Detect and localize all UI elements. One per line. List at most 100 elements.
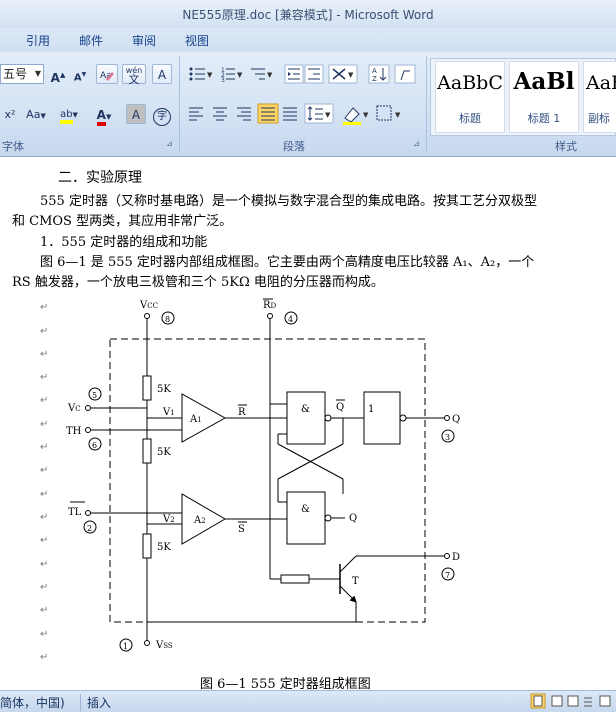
character-shading-icon: A [131, 108, 141, 122]
comparator-a1 [181, 393, 227, 443]
paragraph-mark: ↵ [40, 465, 49, 476]
th-label: TH [66, 426, 82, 437]
ribbon: 五号 ▼ A▲ A▼ Aa wén 文 A x² Aa▼ ab▼ A▼ A 字 … [0, 52, 616, 157]
svg-text:Aa: Aa [100, 71, 112, 81]
style-label: 标题 1 [527, 112, 561, 125]
distributed-icon[interactable] [283, 107, 297, 121]
grow-font-button[interactable]: A▲ [50, 71, 66, 85]
svg-text:▼: ▼ [348, 71, 354, 79]
resistor-mid [142, 438, 152, 464]
svg-text:A: A [372, 67, 377, 75]
style-heading[interactable]: AaBbC 标题 [435, 61, 505, 133]
shading-icon[interactable]: ▼ [343, 107, 369, 125]
v2-label: V [162, 514, 171, 525]
paragraph-mark: ↵ [40, 349, 49, 360]
document-page[interactable]: 二．实验原理 555 定时器（又称时基电路）是一个模拟与数字混合型的集成电路。按… [0, 157, 616, 692]
svg-text:▼: ▼ [237, 71, 243, 79]
borders-icon[interactable]: ▼ [376, 105, 401, 121]
tab-mailings[interactable]: 邮件 [79, 34, 104, 48]
d-label: D [452, 552, 460, 563]
ribbon-tab-bar: 引用 邮件 审阅 视图 [0, 28, 616, 52]
style-subtitle[interactable]: AaB 副标 [583, 61, 616, 133]
svg-text:1: 1 [221, 67, 225, 74]
a1-label: A [189, 414, 198, 425]
line-spacing-icon[interactable]: ▼ [304, 103, 334, 124]
numbering-icon[interactable]: 123 ▼ [221, 67, 243, 84]
pin-3: 3 [445, 433, 450, 442]
clear-format-button[interactable]: Aa [96, 64, 118, 84]
character-shading-button[interactable]: A [126, 104, 146, 124]
character-border-button[interactable]: A [152, 64, 172, 84]
paragraph-mark: ↵ [40, 652, 49, 663]
paragraph-mark: ↵ [40, 512, 49, 523]
style-label: 副标 [588, 112, 610, 125]
resistor-bottom [142, 533, 152, 559]
shrink-font-button[interactable]: A▼ [73, 71, 87, 84]
multilevel-list-icon[interactable]: ▼ [251, 68, 273, 80]
paragraph-dialog-launcher-icon[interactable]: ⊿ [413, 139, 420, 148]
sort-icon[interactable]: AZ [368, 64, 390, 84]
tab-review[interactable]: 审阅 [132, 34, 157, 48]
pin-8: 8 [165, 315, 170, 324]
align-left-icon[interactable] [189, 107, 203, 121]
svg-text:3: 3 [221, 77, 225, 84]
character-border-icon: A [157, 68, 167, 82]
print-layout-icon[interactable] [530, 693, 546, 709]
font-size-combo[interactable]: 五号 ▼ [0, 64, 44, 84]
language-indicator[interactable]: 简体，中国) [0, 696, 65, 710]
enclose-character-button[interactable]: 字 [151, 104, 173, 126]
outline-icon[interactable] [584, 697, 592, 707]
base-resistor [280, 574, 310, 584]
style-label: 标题 [459, 112, 481, 125]
nand-gate-2 [286, 491, 326, 545]
rd-label: R [263, 300, 271, 311]
window-title: NE555原理.doc [兼容模式] - Microsoft Word [182, 8, 434, 22]
paragraph-line: 和 CMOS 型两类，其应用非常广泛。 [12, 214, 233, 229]
superscript-button[interactable]: x² [0, 104, 20, 124]
increase-indent-icon[interactable] [304, 64, 324, 84]
highlight-icon: ab [60, 109, 73, 124]
paragraph-mark: ↵ [40, 582, 49, 593]
align-right-icon[interactable] [237, 107, 251, 121]
svg-text:A1: A1 [189, 414, 202, 425]
svg-text:▼: ▼ [207, 71, 213, 79]
paragraph-mark: ↵ [40, 629, 49, 640]
full-screen-reading-icon[interactable] [551, 695, 563, 707]
change-case-button[interactable]: Aa▼ [26, 108, 46, 121]
asian-layout-icon[interactable]: ▼ [328, 64, 358, 84]
bullets-icon[interactable]: ▼ [189, 67, 214, 81]
draft-icon[interactable] [599, 695, 611, 707]
section-heading: 二．实验原理 [58, 170, 142, 186]
a2-label: A [193, 515, 202, 526]
justify-icon[interactable] [257, 103, 279, 124]
tab-references[interactable]: 引用 [26, 34, 51, 48]
style-heading-1[interactable]: AaBl 标题 1 [509, 61, 579, 133]
tab-view[interactable]: 视图 [185, 34, 210, 48]
phonetic-char: 文 [128, 73, 140, 86]
t-label: T [352, 576, 359, 587]
circuit-diagram: VCC 8 RD 4 5 VC TH 6 TL 2 5K 5K 5K V1 V2… [66, 298, 460, 652]
align-center-icon[interactable] [213, 107, 227, 121]
paragraph-mark: ↵ [40, 442, 49, 453]
nand-gate-1 [286, 391, 326, 445]
font-color-icon: A [96, 108, 106, 126]
web-layout-icon[interactable] [567, 695, 579, 707]
chevron-down-icon: ▼ [34, 69, 41, 78]
phonetic-icon: wén [125, 66, 143, 75]
font-color-button[interactable]: A▼ [88, 104, 120, 126]
paragraph-mark: ↵ [40, 372, 49, 383]
chip-boundary [109, 338, 426, 623]
phonetic-guide-button[interactable]: wén 文 [122, 64, 146, 86]
inverter-label: 1 [368, 404, 374, 415]
pin-2: 2 [87, 524, 92, 533]
paragraph-mark: ↵ [40, 605, 49, 616]
enclose-character-icon: 字 [153, 108, 171, 126]
decrease-indent-icon[interactable] [284, 64, 304, 84]
comparator-a2 [181, 493, 226, 545]
insert-mode-indicator[interactable]: 插入 [80, 694, 111, 711]
highlight-button[interactable]: ab▼ [52, 104, 86, 124]
svg-text:V2: V2 [162, 514, 175, 525]
show-marks-icon[interactable] [394, 64, 416, 84]
styles-group-label: 样式 [555, 140, 577, 153]
font-dialog-launcher-icon[interactable]: ⊿ [166, 139, 173, 148]
